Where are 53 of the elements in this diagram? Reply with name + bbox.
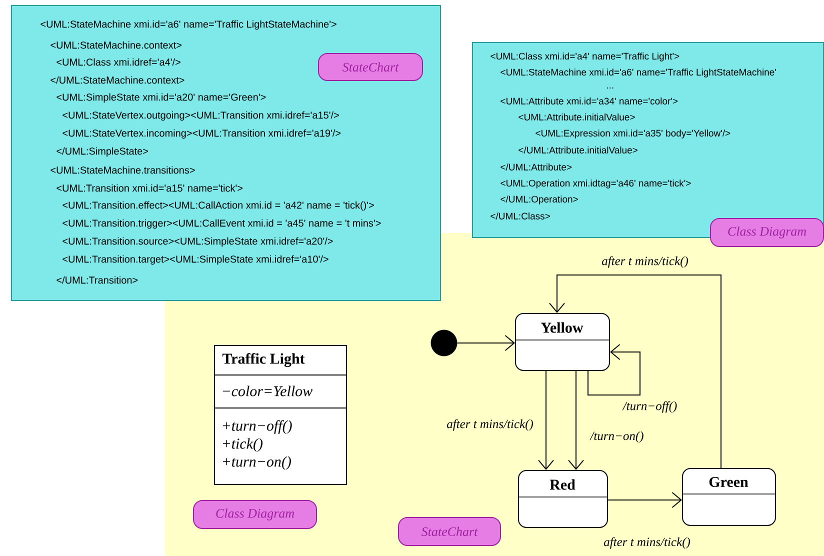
code-panel [472, 42, 824, 238]
code-line: <UML:Transition xmi.id='a15' name='tick'> [56, 184, 242, 192]
arrow [608, 492, 682, 508]
code-line: <UML:SimpleState xmi.id='a20' name='Green'> [56, 93, 266, 103]
edge-label: after t mins/tick() [446, 418, 534, 432]
class-text: +turn−off() [222, 420, 292, 434]
code-line: </UML:Class> [490, 212, 550, 220]
edge-label: /turn−off() [622, 400, 678, 414]
code-line: <UML:Attribute.initialValue> [518, 114, 635, 120]
class-text: Traffic Light [222, 353, 305, 367]
class-text: +tick() [222, 438, 263, 452]
code-line: <UML:Transition.trigger><UML:CallEvent xmi.id = 'a45' name = 't mins'> [62, 219, 381, 229]
code-line: <UML:Class xmi.idref='a4'/> [56, 58, 180, 66]
edge-label: after t mins/tick() [600, 255, 690, 269]
edge-label: after t mins/tick() [602, 536, 692, 550]
code-line: <UML:Attribute xmi.id='a34' name='color'> [500, 98, 678, 104]
code-line: <UML:StateVertex.incoming><UML:Transition xmi.idref='a19'/> [62, 129, 341, 139]
class-box [214, 345, 347, 485]
diagram-tag: Class Diagram [710, 218, 824, 247]
code-line: </UML:Operation> [500, 196, 578, 204]
code-line: </UML:SimpleState> [56, 147, 148, 157]
code-line: <UML:StateMachine.context> [50, 41, 182, 49]
initial-state-dot [430, 330, 458, 356]
code-line: </UML:Attribute.initialValue> [518, 146, 638, 154]
code-panel [11, 5, 441, 301]
code-line: </UML:Transition> [56, 276, 138, 284]
class-text: +turn−on() [222, 456, 291, 470]
class-text: −color=Yellow [222, 386, 312, 396]
code-line: <UML:StateMachine xmi.id='a6' name='Traffic LightStateMachine'> [40, 20, 336, 30]
state-box: Red [518, 470, 608, 528]
code-line: <UML:Class xmi.id='a4' name='Traffic Light'> [490, 52, 680, 62]
code-line: <UML:Transition.source><UML:SimpleState xmi.idref='a20'/> [62, 237, 333, 247]
edge-label: /turn−on() [589, 430, 645, 444]
code-line: <UML:Operation xmi.idtag='a46' name='tick'> [500, 180, 691, 188]
diagram-tag: StateChart [398, 517, 501, 546]
code-line: <UML:Transition.effect><UML:CallAction xmi.id = 'a42' name = 'tick()'> [62, 201, 374, 211]
code-line: <UML:Expression xmi.id='a35' body='Yellow'/> [536, 130, 730, 138]
diagram-tag: Class Diagram [193, 500, 317, 529]
code-line: <UML:StateVertex.outgoing><UML:Transition xmi.idref='a15'/> [62, 111, 339, 121]
arrow [538, 370, 554, 470]
arrow [568, 370, 584, 470]
arrow [549, 274, 722, 468]
state-box: Yellow [514, 313, 610, 371]
code-line: ... [607, 87, 614, 88]
code-line: <UML:Transition.target><UML:SimpleState xmi.idref='a10'/> [62, 255, 328, 265]
code-line: </UML:Attribute> [500, 164, 572, 170]
code-line: <UML:StateMachine xmi.id='a6' name='Traffic LightStateMachine' [500, 68, 776, 78]
arrow [588, 344, 640, 396]
arrow [456, 335, 515, 351]
code-line: <UML:StateMachine.transitions> [50, 166, 195, 174]
diagram-tag: StateChart [318, 53, 423, 81]
code-line: </UML:StateMachine.context> [50, 76, 184, 84]
state-box: Green [682, 468, 776, 526]
